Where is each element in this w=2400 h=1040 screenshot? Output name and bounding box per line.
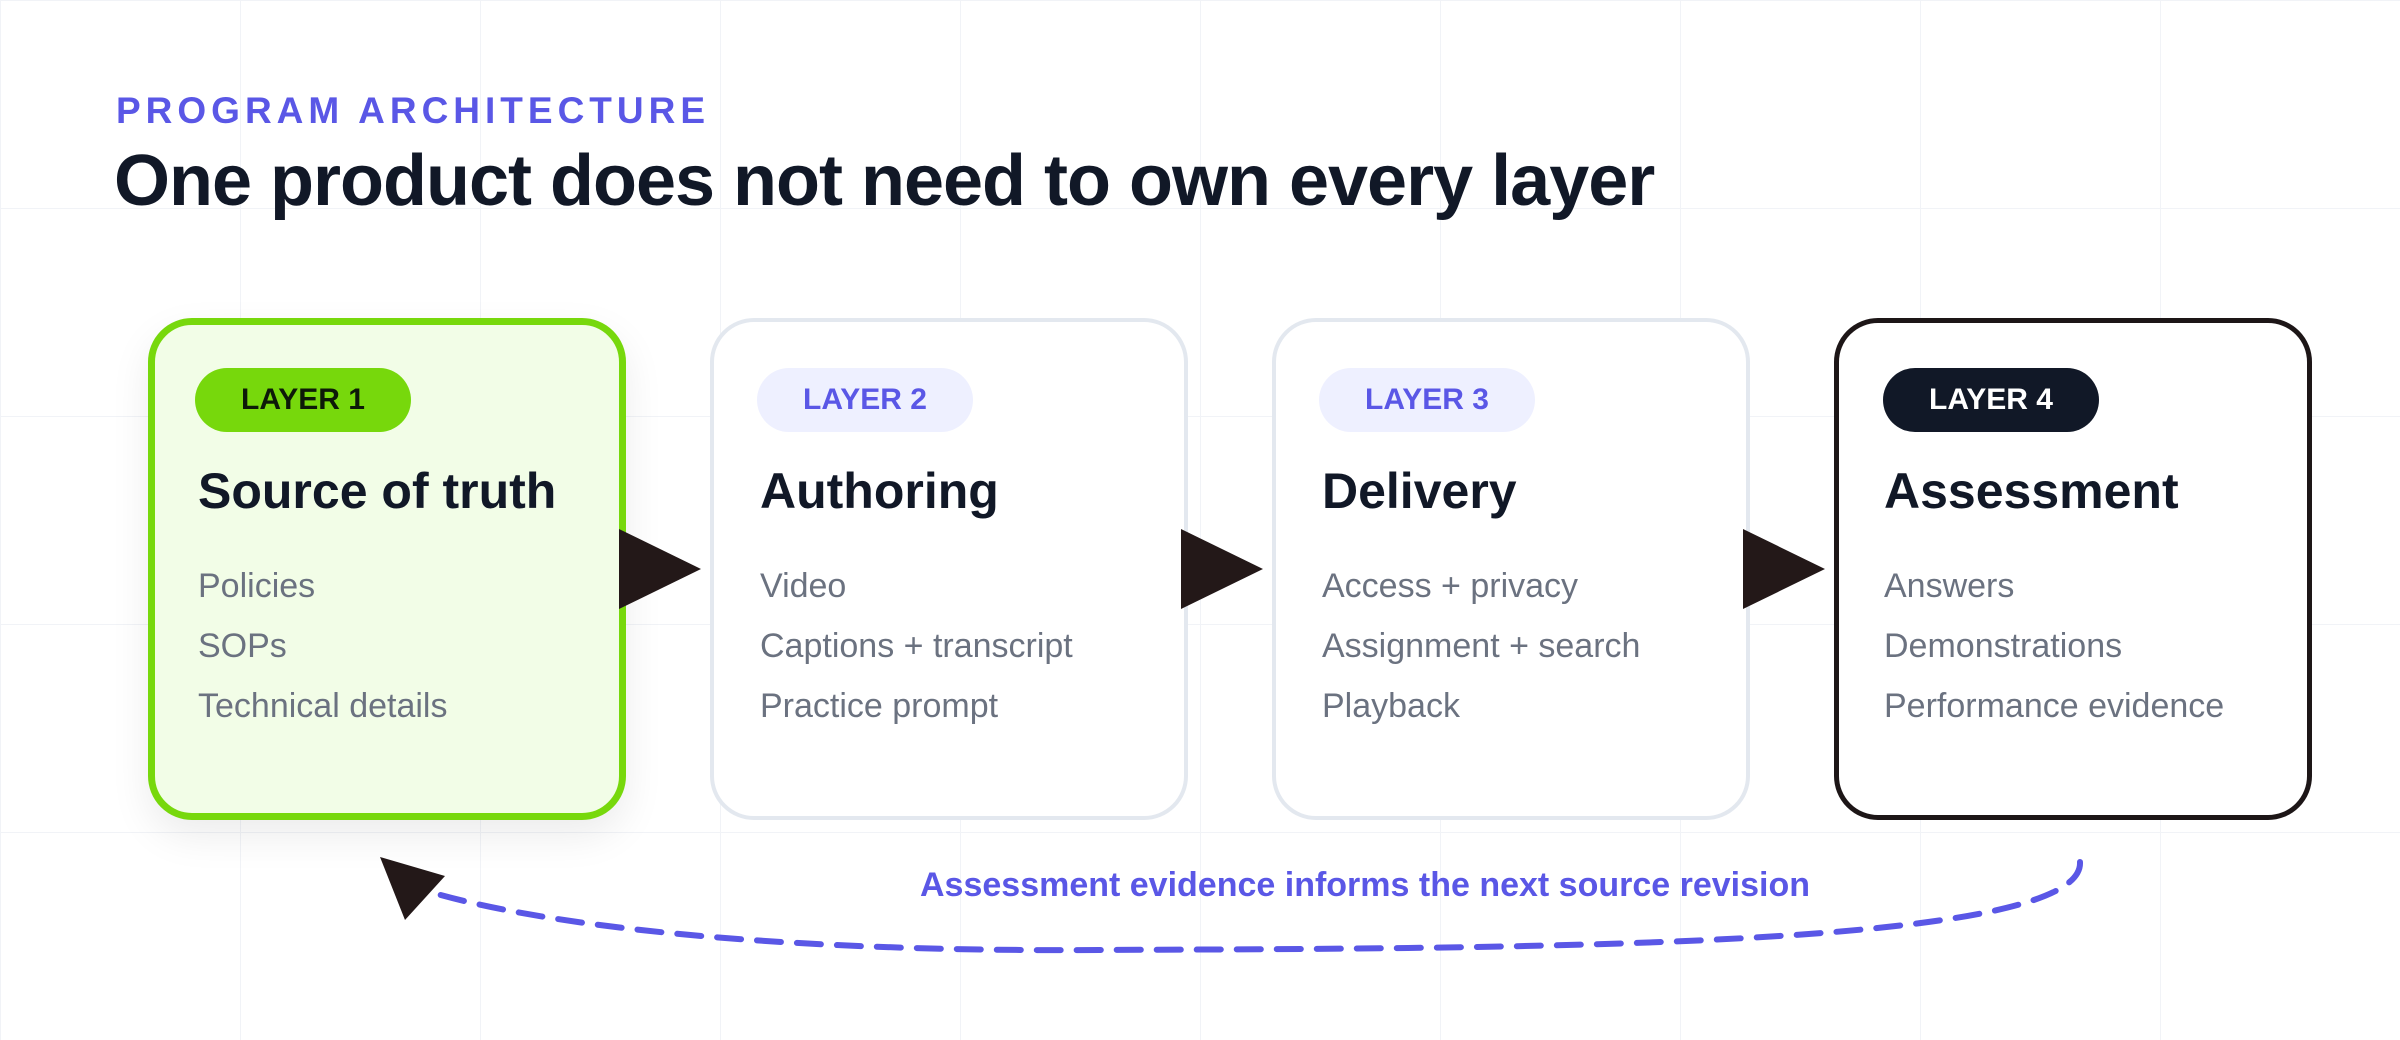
layer-item: Answers bbox=[1884, 567, 2015, 605]
layer-item: Demonstrations bbox=[1884, 627, 2123, 665]
layer-badge: LAYER 3 bbox=[1319, 368, 1535, 432]
layer-item: Performance evidence bbox=[1884, 687, 2225, 725]
flow-arrow-icon bbox=[1743, 529, 1825, 609]
page-title: One product does not need to own every l… bbox=[114, 141, 1655, 221]
layer-item: Assignment + search bbox=[1322, 627, 1641, 665]
flow-arrow-icon bbox=[619, 529, 701, 609]
layer-item: Captions + transcript bbox=[760, 627, 1073, 665]
layer-item: Practice prompt bbox=[760, 687, 999, 725]
eyebrow-label: PROGRAM ARCHITECTURE bbox=[116, 90, 711, 131]
layer-card-authoring: LAYER 2 Authoring Video Captions + trans… bbox=[710, 318, 1188, 820]
layer-items: Video Captions + transcript Practice pro… bbox=[760, 556, 1073, 736]
layer-item: SOPs bbox=[198, 627, 287, 665]
layer-items: Access + privacy Assignment + search Pla… bbox=[1322, 556, 1640, 736]
layer-item: Playback bbox=[1322, 687, 1460, 725]
layer-items: Policies SOPs Technical details bbox=[198, 556, 447, 736]
layer-item: Access + privacy bbox=[1322, 567, 1579, 605]
layer-badge: LAYER 2 bbox=[757, 368, 973, 432]
feedback-label: Assessment evidence informs the next sou… bbox=[920, 866, 1811, 904]
layer-card-delivery: LAYER 3 Delivery Access + privacy Assign… bbox=[1272, 318, 1750, 820]
layer-item: Technical details bbox=[198, 687, 448, 725]
layer-item: Video bbox=[760, 567, 847, 605]
layer-title: Source of truth bbox=[198, 463, 557, 519]
layer-items: Answers Demonstrations Performance evide… bbox=[1884, 556, 2224, 736]
layer-card-assessment: LAYER 4 Assessment Answers Demonstration… bbox=[1834, 318, 2312, 820]
layer-title: Authoring bbox=[760, 463, 999, 519]
layer-badge: LAYER 1 bbox=[195, 368, 411, 432]
layer-badge: LAYER 4 bbox=[1883, 368, 2099, 432]
flow-arrow-icon bbox=[1181, 529, 1263, 609]
layer-item: Policies bbox=[198, 567, 316, 605]
layer-title: Delivery bbox=[1322, 463, 1517, 519]
layer-card-source-of-truth: LAYER 1 Source of truth Policies SOPs Te… bbox=[148, 318, 626, 820]
layer-title: Assessment bbox=[1884, 463, 2179, 519]
feedback-dashed-path bbox=[427, 859, 2084, 954]
feedback-arrowhead bbox=[380, 857, 445, 920]
